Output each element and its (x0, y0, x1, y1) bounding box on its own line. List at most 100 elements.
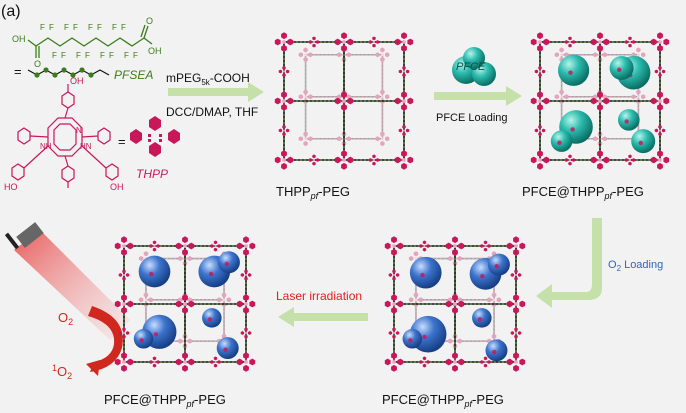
thpp-node (506, 294, 526, 314)
thpp-node (534, 66, 546, 77)
thpp-node (149, 240, 160, 252)
thpp-node (394, 91, 414, 111)
guest-sphere (216, 337, 239, 360)
thpp-node (510, 269, 522, 281)
thpp-hydroxyl-top: OH (70, 76, 84, 86)
thpp-node (375, 89, 390, 105)
thpp-node (388, 269, 400, 281)
thpp-node (506, 236, 526, 256)
thpp-node (308, 154, 320, 166)
thpp-node (384, 352, 404, 372)
thpp-node (175, 352, 195, 372)
thpp-node (334, 150, 354, 170)
step1-reagent: mPEG5k-COOH (166, 71, 250, 87)
thpp-node (114, 352, 134, 372)
thpp-node (175, 236, 195, 256)
thpp-node (398, 66, 410, 77)
thpp-node (590, 91, 610, 111)
thpp-node (624, 36, 636, 48)
thpp-node (298, 47, 313, 63)
framework-o2-loaded (384, 236, 526, 372)
guest-sphere (485, 339, 508, 362)
thpp-node (334, 91, 354, 111)
fluorine-atom: F (76, 51, 81, 60)
thpp-node (334, 32, 354, 52)
thpp-node (274, 91, 294, 111)
fluorine-atom: F (112, 23, 117, 32)
thpp-node (368, 154, 380, 166)
thpp-node (337, 47, 351, 63)
thpp-node (388, 327, 400, 339)
thpp-node (138, 292, 153, 308)
thpp-structure (11, 84, 119, 188)
thpp-node (593, 47, 607, 63)
thpp-node (217, 292, 232, 308)
thpp-node (445, 236, 465, 256)
thpp-node (274, 150, 294, 170)
thpp-node (240, 327, 252, 339)
step2-label: PFCE Loading (436, 112, 508, 124)
thpp-node (408, 292, 423, 308)
pfsea-structure (27, 24, 153, 58)
guest-sphere (133, 329, 154, 349)
thpp-node (298, 89, 313, 105)
framework-thpp-pf-peg (274, 32, 414, 170)
thpp-node (480, 356, 491, 368)
fluorine-atom: F (73, 23, 78, 32)
thpp-node (554, 47, 569, 63)
guest-sphere (609, 55, 634, 80)
fluorine-atom: F (133, 51, 138, 60)
thpp-node (631, 89, 646, 105)
thpp-node (236, 352, 256, 372)
thpp-node (650, 91, 670, 111)
guest-sphere (631, 129, 656, 154)
fluorine-atom: F (97, 23, 102, 32)
thpp-hydroxyl-left: HO (4, 182, 18, 192)
framework-nodes (274, 32, 414, 170)
product-label-2: PFCE@THPPpf-PEG (522, 184, 644, 201)
fluorine-atom: F (100, 51, 105, 60)
pfsea-oxygen-left: O (34, 59, 41, 69)
thpp-node (118, 327, 130, 339)
thpp-node (149, 356, 160, 368)
pfsea-icon (27, 67, 110, 78)
thpp-node (384, 294, 404, 314)
fluorine-atom: F (124, 51, 129, 60)
pfsea-oxygen-right: O (146, 16, 153, 26)
thpp-node (480, 240, 491, 252)
thpp-node (298, 131, 313, 147)
thpp-equals: = (118, 134, 126, 149)
thpp-node (654, 66, 666, 77)
step3-label: O2 Loading (608, 259, 663, 273)
guest-sphere (618, 109, 640, 131)
thpp-icon (130, 116, 180, 157)
thpp-node (210, 240, 221, 252)
thpp-node (210, 356, 221, 368)
thpp-node (375, 131, 390, 147)
guest-sphere (487, 253, 510, 276)
thpp-node (650, 150, 670, 170)
thpp-node (394, 150, 414, 170)
pfsea-name: PFSEA (114, 68, 153, 82)
thpp-node (445, 352, 465, 372)
o2-label: O2 (58, 310, 73, 327)
thpp-node (564, 154, 576, 166)
product-label-4: PFCE@THPPpf-PEG (104, 392, 226, 409)
thpp-node (308, 36, 320, 48)
thpp-node (530, 32, 550, 52)
thpp-node (530, 91, 550, 111)
product-label-3: PFCE@THPPpf-PEG (382, 392, 504, 409)
thpp-node (419, 240, 430, 252)
thpp-node (375, 47, 390, 63)
arrow-step2 (434, 86, 522, 106)
thpp-node (240, 269, 252, 281)
thpp-node (510, 327, 522, 339)
thpp-node (487, 292, 502, 308)
thpp-node (624, 154, 636, 166)
arrow-step1 (168, 82, 264, 102)
thpp-hn: HN (80, 142, 92, 151)
fluorine-atom: F (88, 23, 93, 32)
framework-irradiated (114, 236, 256, 372)
